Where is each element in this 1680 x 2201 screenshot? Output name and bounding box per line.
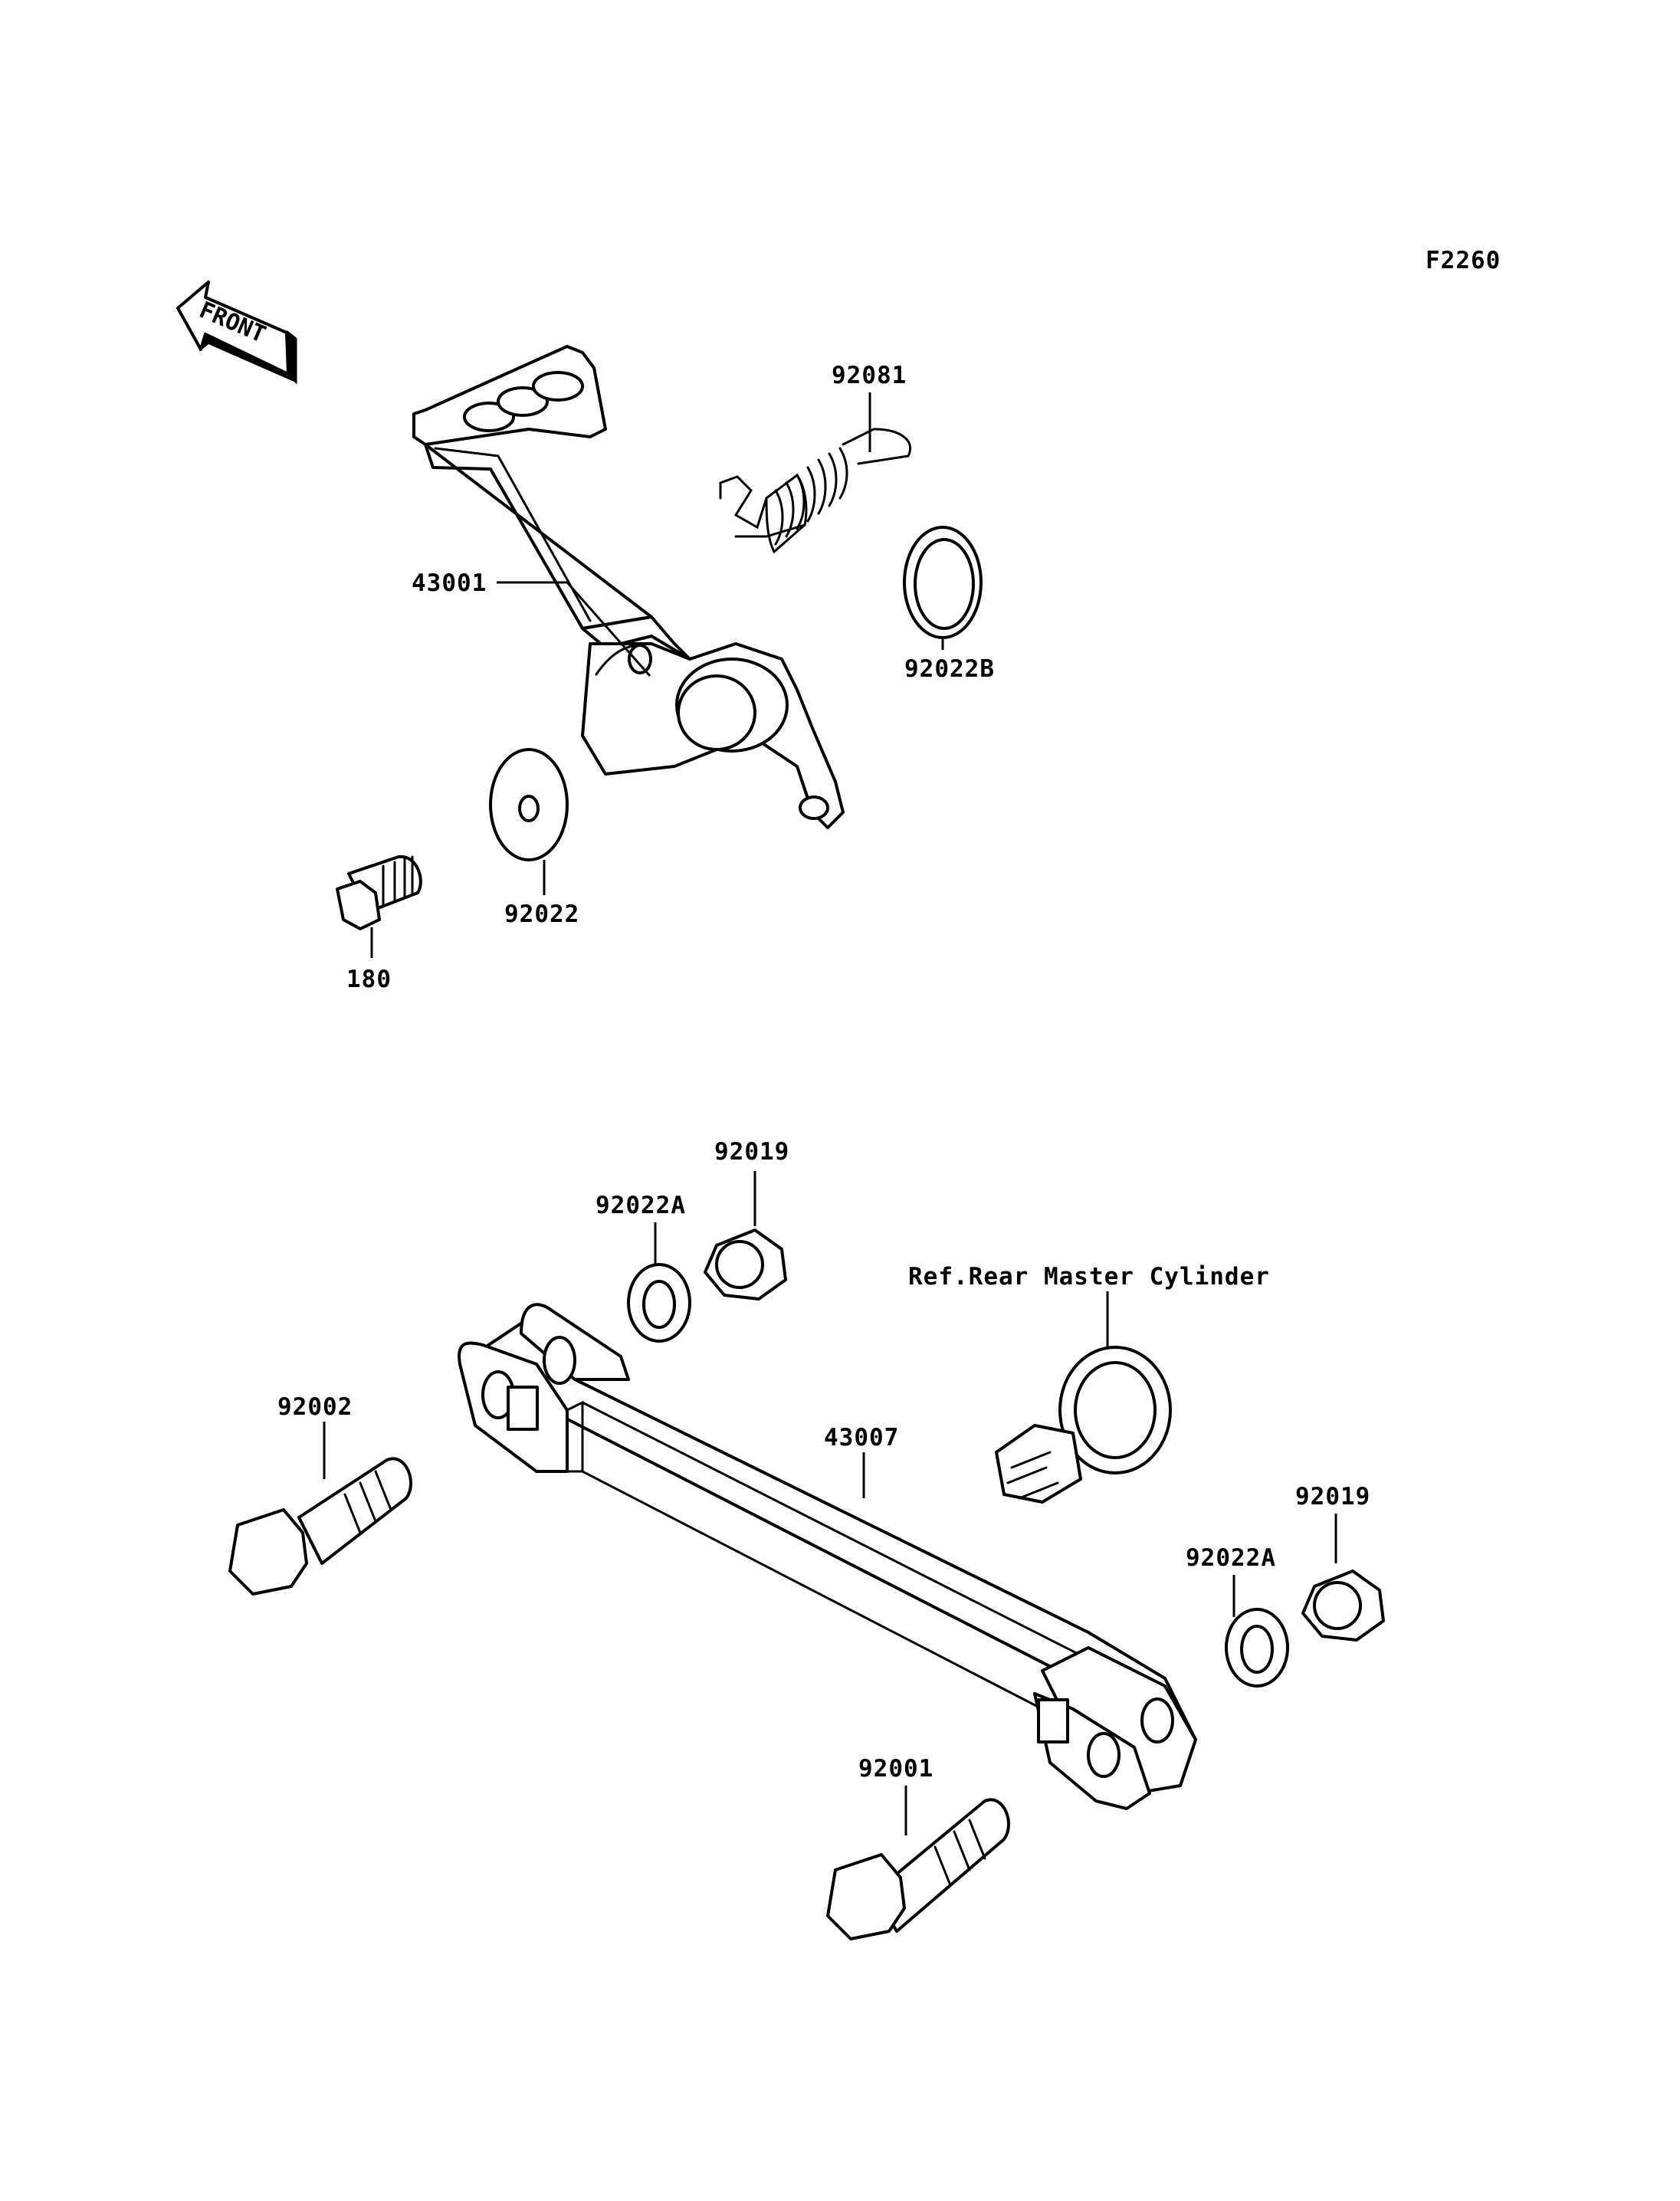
washer-92022-drawing	[489, 748, 569, 861]
nut-92019-lower-drawing	[1301, 1570, 1385, 1642]
bolt-92002-drawing	[228, 1457, 412, 1596]
figure-code: F2260	[1426, 247, 1501, 274]
part-number-43007: 43007	[824, 1424, 900, 1451]
bolt-180-drawing	[336, 854, 422, 930]
part-number-92022: 92022	[504, 900, 580, 928]
part-number-92019-lower: 92019	[1295, 1483, 1371, 1511]
part-number-92081: 92081	[832, 362, 907, 389]
washer-92022a-upper-drawing	[627, 1263, 691, 1343]
part-number-92019-upper: 92019	[714, 1138, 790, 1166]
brake-pedal-drawing	[412, 345, 845, 829]
part-number-92002: 92002	[277, 1393, 353, 1421]
washer-92022b-drawing	[903, 526, 983, 639]
part-number-43001: 43001	[412, 569, 487, 597]
reference-note: Ref.Rear Master Cylinder	[908, 1263, 1270, 1291]
part-number-92001: 92001	[858, 1755, 934, 1783]
part-number-92022b: 92022B	[904, 655, 995, 683]
leader-lines	[323, 392, 1337, 1835]
part-number-92022a-lower: 92022A	[1186, 1544, 1276, 1572]
part-number-180: 180	[346, 966, 392, 993]
bolt-92001-drawing	[826, 1798, 1010, 1940]
return-spring-drawing	[719, 428, 912, 554]
part-number-92022a-upper: 92022A	[596, 1192, 686, 1219]
washer-92022a-lower-drawing	[1225, 1608, 1289, 1688]
front-arrow-icon: FRONT	[176, 280, 297, 385]
brake-rod-drawing	[458, 1303, 1197, 1810]
nut-92019-upper-drawing	[704, 1228, 787, 1301]
rear-master-cylinder-drawing	[995, 1346, 1172, 1504]
